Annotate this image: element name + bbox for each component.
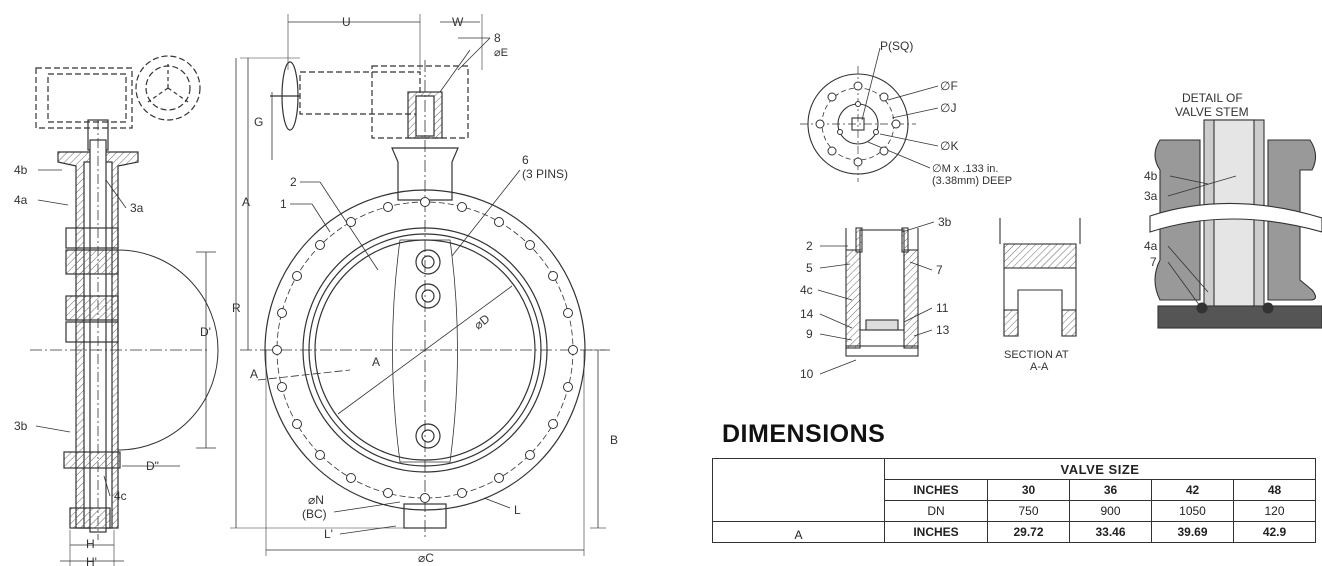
- size-in-36: 36: [1069, 479, 1152, 501]
- detail-label-7: 7: [1150, 255, 1157, 269]
- label-G: G: [254, 115, 263, 129]
- detail-title-line1: DETAIL OF: [1182, 91, 1243, 105]
- bolt-holes: [272, 197, 578, 503]
- size-dn-750: 750: [987, 500, 1070, 522]
- label-L: L: [514, 503, 521, 517]
- label-H-prime: H': [86, 555, 97, 566]
- label-D: ⌀D: [471, 311, 492, 332]
- label-BC: (BC): [302, 507, 327, 521]
- detail-label-4a: 4a: [1144, 239, 1158, 253]
- label-sec-9: 9: [806, 327, 813, 341]
- label-3b: 3b: [14, 419, 28, 433]
- label-section-aa: A-A: [1030, 361, 1049, 373]
- valve-size-header: VALVE SIZE: [884, 458, 1316, 480]
- label-J: ∅J: [940, 101, 956, 115]
- label-4c: 4c: [114, 489, 127, 503]
- a-value-30: 29.72: [987, 521, 1070, 543]
- label-2: 2: [290, 175, 297, 189]
- detail-label-4b: 4b: [1144, 169, 1158, 183]
- flange-holes: [815, 81, 901, 167]
- size-dn-900: 900: [1069, 500, 1152, 522]
- detail-valve-stem: [1149, 119, 1322, 329]
- section-aa: [999, 218, 1081, 337]
- a-value-36: 33.46: [1069, 521, 1152, 543]
- label-N: ⌀N: [308, 493, 324, 507]
- row-label-dn: DN: [884, 500, 988, 522]
- label-8: 8: [494, 31, 501, 45]
- row-A-inches: INCHES: [884, 521, 988, 543]
- label-A-dim: A: [242, 195, 250, 209]
- label-R: R: [232, 301, 241, 315]
- label-P-sq: P(SQ): [880, 39, 913, 53]
- label-sec-11: 11: [936, 301, 949, 315]
- label-sec-5: 5: [806, 261, 813, 275]
- label-sec-2: 2: [806, 239, 813, 253]
- section-aa-labels: SECTION AT A-A: [1004, 349, 1069, 373]
- row-A-label: A: [712, 521, 885, 543]
- flange-view: [800, 47, 939, 182]
- size-dn-1050: 1050: [1151, 500, 1234, 522]
- size-in-42: 42: [1151, 479, 1234, 501]
- label-C: ⌀C: [418, 551, 434, 565]
- label-M-line1: ∅M x .133 in.: [932, 163, 998, 175]
- size-in-30: 30: [987, 479, 1070, 501]
- detail-title-line2: VALVE STEM: [1175, 105, 1249, 119]
- stem-section: [817, 221, 935, 375]
- label-sec-3b: 3b: [938, 215, 952, 229]
- label-4b: 4b: [14, 163, 28, 177]
- a-value-42: 39.69: [1151, 521, 1234, 543]
- label-D-prime: D': [200, 325, 211, 339]
- dimensions-title: DIMENSIONS: [722, 420, 886, 448]
- label-W: W: [452, 15, 464, 29]
- label-D-double-prime: D": [146, 459, 159, 473]
- table-corner: [712, 458, 885, 522]
- label-K: ∅K: [940, 139, 958, 153]
- front-view: [230, 14, 610, 556]
- label-sec-10: 10: [800, 367, 814, 381]
- detail-label-3a: 3a: [1144, 189, 1158, 203]
- front-view-labels: U W 8 ⌀E G A R 2 1 6 (3 PINS) ⌀D A A B ⌀…: [232, 15, 618, 565]
- label-F: ∅F: [940, 79, 958, 93]
- label-B: B: [610, 433, 618, 447]
- label-H: H: [86, 537, 95, 551]
- label-section-A-1: A: [372, 355, 380, 369]
- row-label-inches: INCHES: [884, 479, 988, 501]
- flange-labels: P(SQ) ∅F ∅J ∅K ∅M x .133 in. (3.38mm) DE…: [880, 39, 1012, 187]
- label-E: ⌀E: [494, 47, 508, 59]
- label-section-A-2: A: [250, 367, 258, 381]
- label-1: 1: [280, 197, 287, 211]
- side-view: [30, 55, 219, 566]
- label-3a: 3a: [130, 201, 144, 215]
- label-6: 6: [522, 153, 529, 167]
- size-in-48: 48: [1233, 479, 1316, 501]
- dimensions-table: VALVE SIZE INCHES 30 36 42 48 DN 750 900…: [712, 458, 1316, 543]
- label-L-prime: L': [324, 527, 333, 541]
- label-sec-14: 14: [800, 307, 814, 321]
- label-section-at: SECTION AT: [1004, 349, 1069, 361]
- label-sec-4c: 4c: [800, 283, 813, 297]
- side-view-labels: 4b 4a 3a 3b 4c D' D" H H': [14, 163, 211, 566]
- detail-labels: DETAIL OF VALVE STEM 4b 3a 4a 7: [1144, 91, 1249, 269]
- label-U: U: [342, 15, 351, 29]
- a-value-48: 42.9: [1233, 521, 1316, 543]
- label-sec-13: 13: [936, 323, 950, 337]
- label-M-line2: (3.38mm) DEEP: [932, 175, 1012, 187]
- label-4a: 4a: [14, 193, 28, 207]
- stem-section-labels: 2 5 4c 14 9 10 3b 7 11 13: [800, 215, 952, 381]
- size-dn-1200: 120: [1233, 500, 1316, 522]
- label-sec-7: 7: [936, 263, 943, 277]
- label-3-pins: (3 PINS): [522, 167, 568, 181]
